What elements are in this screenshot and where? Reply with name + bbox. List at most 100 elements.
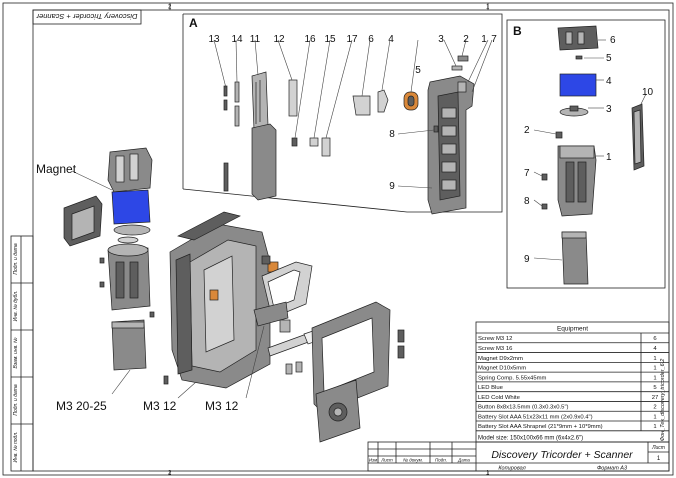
part-1 xyxy=(427,39,489,215)
part-b-6 xyxy=(557,25,606,51)
side-label-1: Инв. № подл. xyxy=(13,431,19,462)
equipment-item-qty: 5 xyxy=(653,385,657,391)
equipment-item-name: Screw M3 16 xyxy=(478,346,513,352)
equipment-item-name: Screw M3 12 xyxy=(478,336,512,342)
panel-a-num-11: 11 xyxy=(250,34,261,45)
panel-b-num-1: 1 xyxy=(606,152,612,163)
side-label-5: Подп. и дата xyxy=(13,243,19,275)
part-16 xyxy=(291,39,311,147)
equipment-item-name: Button 8x8x13.5mm (0.3x0.3x0.5") xyxy=(478,405,569,411)
equipment-item-name: LED Cold White xyxy=(478,395,521,401)
stamp-col-change: Изм xyxy=(369,458,377,463)
equipment-item-name: Magnet D10x5mm xyxy=(478,366,526,372)
panel-b-num-4: 4 xyxy=(606,76,612,87)
panel-a-letter: A xyxy=(189,16,198,30)
stamp-col-date: Дата xyxy=(457,458,470,463)
panel-a-num-1: 1 xyxy=(481,34,487,45)
equipment-item-qty: 1 xyxy=(653,356,656,362)
callout-m3-12-b: M3 12 xyxy=(205,399,239,413)
part-12 xyxy=(277,39,298,117)
panel-b: B xyxy=(506,19,666,289)
panel-a-num-9: 9 xyxy=(389,181,395,192)
scanner-exploded-view xyxy=(63,147,405,443)
equipment-item-name: Battery Slot AAA 51x23x11 mm (2x0.9x0.4"… xyxy=(478,414,593,420)
side-label-4: Инв. № дубл. xyxy=(13,291,19,322)
equipment-item-qty: 1 xyxy=(653,375,656,381)
callout-m3-12-a: M3 12 xyxy=(143,399,177,413)
side-label-3: Взам. инв. № xyxy=(13,337,19,369)
panel-b-num-3: 3 xyxy=(606,104,612,115)
part-b-8 xyxy=(533,199,548,210)
panel-a: A xyxy=(182,13,503,215)
sheet-label: Лист xyxy=(651,445,665,451)
panel-b-letter: B xyxy=(513,24,522,38)
callout-magnet: Magnet xyxy=(36,162,77,176)
stamp-col-sign: Подп. xyxy=(435,458,447,463)
equipment-item-qty: 1 xyxy=(653,366,656,372)
panel-a-num-16: 16 xyxy=(304,34,316,45)
equipment-item-name: Spring Comp. 5.55x45mm xyxy=(478,375,547,381)
equipment-item-name: LED Blue xyxy=(478,385,504,391)
part-4 xyxy=(377,39,391,113)
panel-b-num-5: 5 xyxy=(606,53,612,64)
zone-number-top-2: 1 xyxy=(486,5,490,11)
stamp-col-doc: № докум. xyxy=(403,458,423,463)
panel-a-num-3: 3 xyxy=(438,34,444,45)
equipment-item-qty: 1 xyxy=(653,424,656,430)
panel-a-num-4: 4 xyxy=(388,34,394,45)
rotated-title: Discovery Tricorder + Scanner xyxy=(36,12,137,21)
rotated-title-box: Discovery Tricorder + Scanner xyxy=(32,9,142,25)
panel-b-num-10: 10 xyxy=(642,87,654,98)
panel-a-num-7: 7 xyxy=(491,34,497,45)
panel-a-num-8: 8 xyxy=(389,129,395,140)
panel-a-num-17: 17 xyxy=(346,34,358,45)
equipment-header: Equipment xyxy=(557,326,588,333)
equipment-item-qty: 4 xyxy=(653,346,657,352)
equipment-item-qty: 27 xyxy=(652,395,659,401)
callout-m3-20-25: M3 20-25 xyxy=(56,399,107,413)
part-b-1 xyxy=(557,145,604,217)
panel-b-num-8: 8 xyxy=(524,196,530,207)
equipment-item-qty: 6 xyxy=(653,336,657,342)
panel-b-num-6: 6 xyxy=(610,35,616,46)
zone-number-bottom-2: 1 xyxy=(486,471,490,477)
title-block: Изм Лист № докум. Подп. Дата Discovery T… xyxy=(367,441,670,472)
panel-a-num-15: 15 xyxy=(324,34,336,45)
panel-a-num-12: 12 xyxy=(273,34,285,45)
part-b-5 xyxy=(575,55,604,60)
part-b-10 xyxy=(631,93,647,171)
side-label-2: Подп. и дата xyxy=(13,384,19,416)
part-8-a xyxy=(397,125,439,135)
panel-a-num-14: 14 xyxy=(231,34,243,45)
drawing-title: Discovery Tricorder + Scanner xyxy=(491,449,633,461)
panel-b-num-9: 9 xyxy=(524,254,530,265)
part-13 xyxy=(213,39,229,192)
equipment-item-qty: 1 xyxy=(653,414,656,420)
part-2 xyxy=(457,39,469,62)
part-5 xyxy=(403,39,419,111)
part-15 xyxy=(309,39,331,147)
panel-b-num-2: 2 xyxy=(524,125,530,136)
zone-number-bottom-1: 2 xyxy=(168,471,172,477)
format-label: Формат A3 xyxy=(597,466,628,472)
panel-a-num-5: 5 xyxy=(415,65,421,76)
sheet-number: 1 xyxy=(657,456,661,462)
copied-label: Копировал xyxy=(498,466,525,472)
side-stamp-column: Инв. № подл. Подп. и дата Взам. инв. № И… xyxy=(10,235,34,472)
part-3 xyxy=(443,39,463,71)
panel-a-num-13: 13 xyxy=(208,34,220,45)
equipment-item-qty: 2 xyxy=(653,405,656,411)
equipment-item-name: Battery Slot AAA Shrapnel (21*9mm + 10*9… xyxy=(478,424,603,430)
part-17 xyxy=(321,39,353,157)
part-11 xyxy=(251,39,277,201)
part-b-3 xyxy=(559,105,604,117)
zone-number-top-1: 2 xyxy=(168,5,172,11)
panel-a-num-2: 2 xyxy=(463,34,469,45)
part-b-4 xyxy=(559,73,604,97)
equipment-model-size: Model size: 150x100x66 mm (6x4x2.6") xyxy=(478,435,583,441)
part-b-9 xyxy=(533,231,589,285)
part-14 xyxy=(234,39,240,127)
side-code: Фон_Тек_discovery_tricorder_6.2 xyxy=(660,359,666,442)
